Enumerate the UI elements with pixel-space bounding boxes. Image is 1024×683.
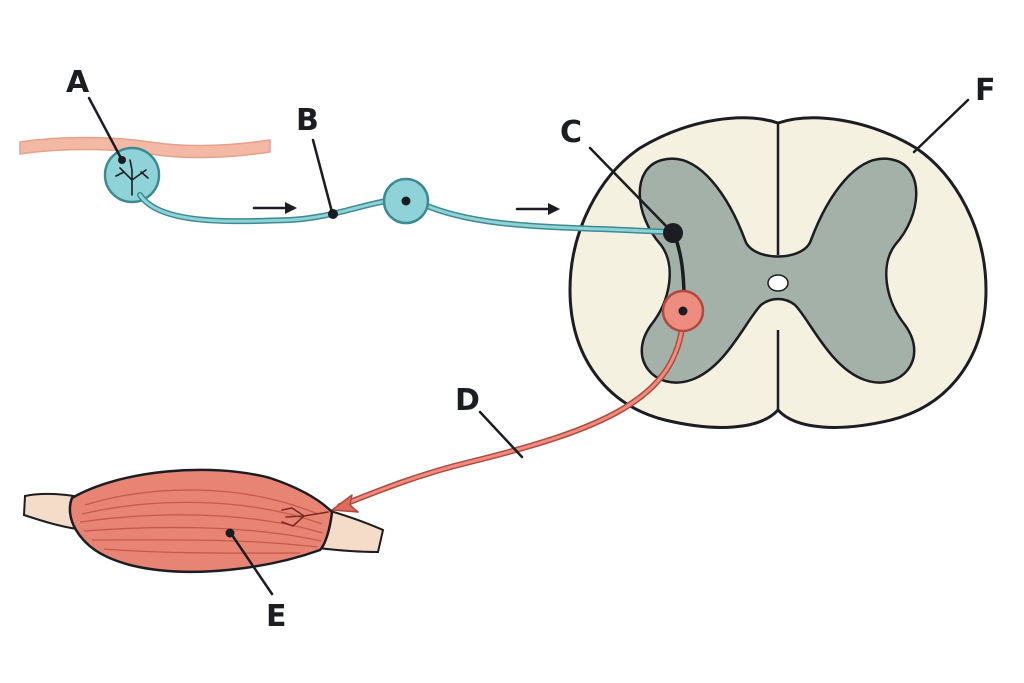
muscle-tendon-right bbox=[316, 506, 385, 554]
motor-axon-arrowhead bbox=[331, 494, 359, 513]
fibre-point-marker bbox=[328, 209, 338, 219]
label-a: A bbox=[66, 65, 90, 100]
direction-arrow-2 bbox=[515, 203, 560, 215]
label-d: D bbox=[455, 383, 480, 418]
central-canal bbox=[767, 274, 789, 292]
sensory-nucleus bbox=[401, 196, 411, 206]
muscle-belly bbox=[68, 468, 334, 573]
label-c: C bbox=[560, 115, 582, 150]
label-b: B bbox=[296, 103, 319, 138]
spinal-cord bbox=[568, 116, 988, 429]
leader-d bbox=[478, 410, 524, 459]
motor-axon bbox=[338, 326, 684, 508]
leader-b bbox=[311, 138, 334, 214]
leader-e bbox=[230, 533, 274, 596]
sensory-receptor bbox=[103, 146, 161, 204]
leader-a bbox=[87, 96, 124, 162]
label-e: E bbox=[266, 599, 287, 634]
leader-c bbox=[588, 146, 670, 230]
muscle-fibres bbox=[79, 489, 324, 554]
motor-nucleus bbox=[678, 306, 688, 316]
label-f: F bbox=[975, 73, 996, 108]
sensory-fibre bbox=[138, 193, 669, 234]
spinal-cord-grey-matter bbox=[638, 157, 918, 384]
neuromuscular-junction-icon bbox=[281, 507, 329, 527]
muscle bbox=[22, 468, 385, 573]
direction-arrow-1 bbox=[252, 202, 297, 214]
receptor-nerve-endings-icon bbox=[115, 159, 149, 196]
leader-f bbox=[912, 98, 970, 154]
leader-a-dot bbox=[118, 156, 126, 164]
